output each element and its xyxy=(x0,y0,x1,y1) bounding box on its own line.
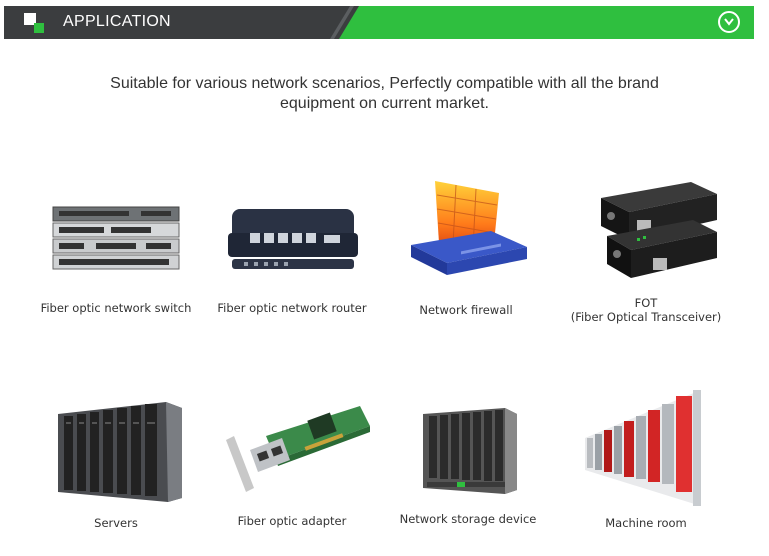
application-item-machine-room: Machine room xyxy=(558,388,734,530)
chevron-down-icon xyxy=(724,18,734,26)
item-label: Fiber optic network switch xyxy=(40,301,192,315)
intro-line-2: equipment on current market. xyxy=(280,95,489,112)
application-item-switch: Fiber optic network switch xyxy=(28,205,204,315)
item-label: Machine room xyxy=(605,516,687,530)
item-label: Fiber optic adapter xyxy=(237,514,347,528)
collapse-toggle-button[interactable] xyxy=(718,11,740,33)
item-label: Servers xyxy=(94,516,138,530)
firewall-icon xyxy=(411,181,527,275)
section-header: APPLICATION xyxy=(4,6,754,39)
squares-logo-icon xyxy=(24,13,44,33)
application-item-servers: Servers xyxy=(28,402,204,530)
item-sublabel: (Fiber Optical Transceiver) xyxy=(570,310,722,324)
media-converter-icon xyxy=(601,182,717,278)
application-item-router: Fiber optic network router xyxy=(204,205,380,315)
intro-text: Suitable for various network scenarios, … xyxy=(0,74,769,114)
network-switch-icon xyxy=(52,206,180,270)
application-item-firewall: Network firewall xyxy=(378,175,554,317)
server-rack-icon xyxy=(58,402,182,502)
section-title: APPLICATION xyxy=(63,13,171,30)
intro-line-1: Suitable for various network scenarios, … xyxy=(110,75,659,92)
item-label-group: FOT (Fiber Optical Transceiver) xyxy=(558,296,734,324)
network-card-icon xyxy=(226,406,370,492)
application-item-storage: Network storage device xyxy=(380,406,556,526)
application-item-fot: FOT (Fiber Optical Transceiver) xyxy=(558,178,734,324)
item-label: Network storage device xyxy=(399,512,537,526)
item-label: Fiber optic network router xyxy=(217,301,367,315)
data-center-icon xyxy=(585,390,701,506)
item-label: FOT xyxy=(634,296,658,310)
application-item-adapter: Fiber optic adapter xyxy=(204,400,380,528)
banner-green-panel xyxy=(339,6,754,39)
network-router-icon xyxy=(228,209,358,269)
storage-array-icon xyxy=(423,408,517,494)
item-label: Network firewall xyxy=(419,303,513,317)
